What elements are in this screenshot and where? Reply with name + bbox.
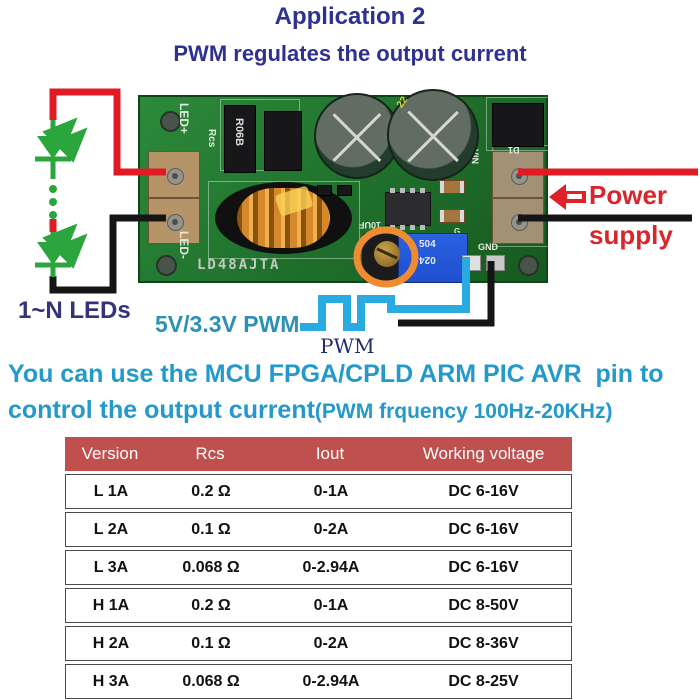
table-cell: 0.1 Ω <box>191 520 231 538</box>
led-symbol <box>35 223 88 277</box>
table-cell: 0-1A <box>313 482 349 500</box>
table-header-cell: Iout <box>315 444 345 463</box>
silk-gnd-pin: GND <box>478 242 498 252</box>
table-cell: 0-1A <box>313 596 349 614</box>
table-cell: 0-2A <box>313 634 349 652</box>
table-cell: H 2A <box>92 634 130 652</box>
table-row: H 2A 0.1 Ω 0-2A DC 8-36V <box>65 626 572 661</box>
table-cell: L 1A <box>93 482 129 500</box>
leds-label: 1~N LEDs <box>18 297 131 324</box>
table-cell: 0-2.94A <box>302 672 360 690</box>
table-row: L 2A 0.1 Ω 0-2A DC 6-16V <box>65 512 572 547</box>
mounting-hole <box>518 255 539 276</box>
page-subtitle: PWM regulates the output current <box>173 41 527 66</box>
trim-potentiometer: 504 024 <box>398 233 468 283</box>
silk-rcs: Rcs <box>206 129 217 148</box>
terminal-pad-vin <box>492 151 544 198</box>
table-cell: 0.2 Ω <box>191 482 231 500</box>
table-cell: DC 6-16V <box>448 558 519 576</box>
smd-resistor <box>337 185 352 196</box>
table-cell: L 2A <box>93 520 129 538</box>
description-line2-paren: (PWM frquency 100Hz-20KHz) <box>314 400 613 423</box>
page-title: Application 2 <box>274 3 426 30</box>
table-row: L 3A 0.068 Ω 0-2.94A DC 6-16V <box>65 550 572 585</box>
resistor-marking: R06B <box>233 118 245 147</box>
silk-cap-large: 10UF <box>359 220 382 230</box>
smd-capacitor <box>439 209 465 223</box>
trimmer-marking-top: 504 <box>419 239 436 250</box>
table-cell: 0.1 Ω <box>191 634 231 652</box>
pwm-wave-label: PWM <box>320 334 375 358</box>
table-cell: DC 8-50V <box>448 596 519 614</box>
led-driver-board: LED+ LED- Rcs VIN 0.1UF 10UF G D1 PWM GN… <box>138 89 552 283</box>
silk-outline <box>486 97 550 151</box>
table-cell: 0.068 Ω <box>182 558 240 576</box>
table-cell: DC 6-16V <box>448 520 519 538</box>
silk-outline <box>208 181 360 259</box>
led-symbol <box>35 117 88 179</box>
description-line1: You can use the MCU FPGA/CPLD ARM PIC AV… <box>8 360 664 388</box>
terminal-pad-led-plus <box>148 151 200 198</box>
power-arrow-icon <box>549 184 586 210</box>
table-cell: DC 6-16V <box>448 482 519 500</box>
smd-resistor <box>317 185 332 196</box>
smd-transistor <box>264 111 302 171</box>
table-header-row: Version Rcs Iout Working voltage <box>65 437 572 471</box>
toroid-inductor <box>215 182 352 254</box>
table-header-cell: Working voltage <box>422 444 545 463</box>
table-cell: H 3A <box>92 672 130 690</box>
table-row: L 1A 0.2 Ω 0-1A DC 6-16V <box>65 474 572 509</box>
gnd-pad <box>486 255 505 271</box>
mounting-hole <box>156 255 177 276</box>
sense-resistor: R06B <box>224 105 256 173</box>
table-cell: DC 8-25V <box>448 672 519 690</box>
table-cell: 0.2 Ω <box>191 596 231 614</box>
spec-table: Version Rcs Iout Working voltage L 1A 0.2 Ω 0… <box>65 437 572 699</box>
pwm-input-label: 5V/3.3V PWM <box>155 311 300 337</box>
table-cell: H 1A <box>92 596 130 614</box>
terminal-pad-gnd <box>492 198 544 244</box>
pwm-pad <box>462 255 481 271</box>
electrolytic-capacitor: 22 <box>387 89 479 181</box>
silk-g-mark: G <box>454 227 461 236</box>
table-cell: L 3A <box>93 558 129 576</box>
diode-d1 <box>492 103 544 147</box>
led-string-dots <box>49 185 57 219</box>
table-cell: DC 8-36V <box>448 634 519 652</box>
power-arrow-slot <box>567 194 582 199</box>
silk-model-number: LD48AJTA <box>197 257 281 273</box>
silk-led-minus: LED- <box>177 231 191 259</box>
silk-led-plus: LED+ <box>177 103 191 135</box>
table-header-cell: Version <box>81 444 139 463</box>
table-row: H 3A 0.068 Ω 0-2.94A DC 8-25V <box>65 664 572 699</box>
trimmer-screw <box>374 241 400 267</box>
table-cell: 0-2A <box>313 520 349 538</box>
table-header-cell: Rcs <box>195 444 225 463</box>
terminal-pad-led-minus <box>148 198 200 244</box>
silk-vin: VIN <box>470 149 480 165</box>
trimmer-marking-bottom: 024 <box>419 254 436 265</box>
description-line2-main: control the output current <box>8 396 315 424</box>
capacitor-marking: 22 <box>394 94 411 111</box>
smd-capacitor <box>439 180 465 194</box>
table-cell: 0.068 Ω <box>182 672 240 690</box>
description-line2: control the output current(PWM frquency … <box>8 396 612 425</box>
driver-ic <box>385 188 431 230</box>
spec-table-body: L 1A 0.2 Ω 0-1A DC 6-16V L 2A 0.1 Ω 0-2A DC 6-1… <box>65 474 572 699</box>
table-cell: 0-2.94A <box>302 558 360 576</box>
power-supply-label-line2: supply <box>589 220 673 250</box>
power-supply-label-line1: Power <box>589 180 668 210</box>
table-row: H 1A 0.2 Ω 0-1A DC 8-50V <box>65 588 572 623</box>
